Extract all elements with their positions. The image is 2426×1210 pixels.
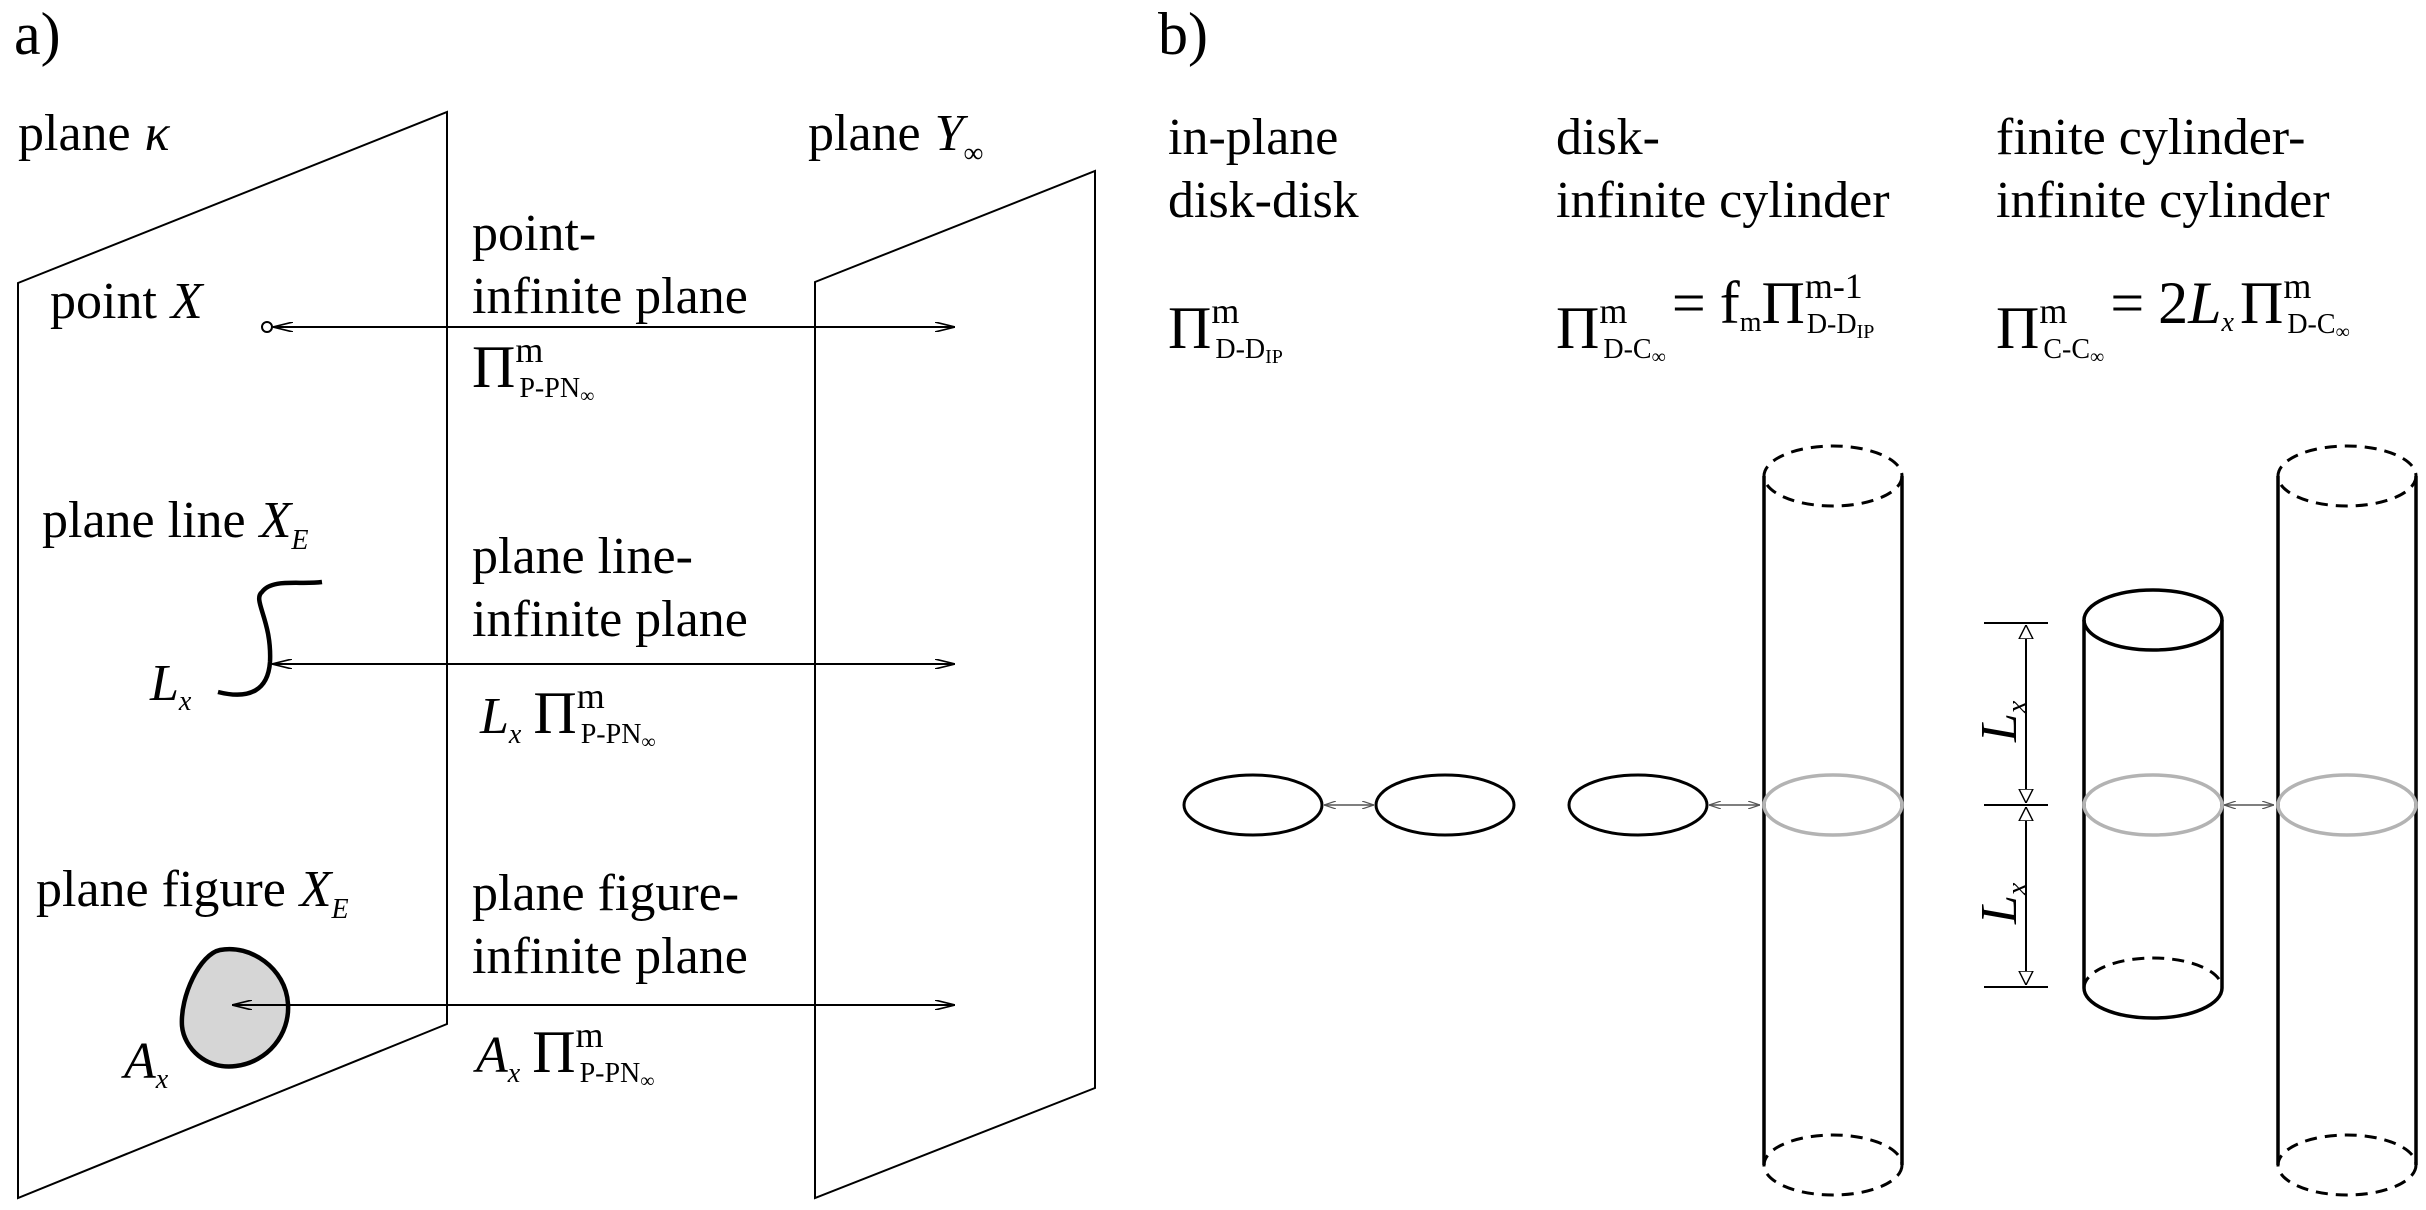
point-x-marker xyxy=(261,321,273,333)
cylinder2-target-ring xyxy=(2276,773,2418,837)
disk-right xyxy=(1374,773,1516,837)
length-dimension: Lx Lx xyxy=(1971,622,2048,988)
disk-source xyxy=(1567,773,1709,837)
finite-cylinder-top xyxy=(2082,588,2224,652)
plane-kappa xyxy=(17,110,448,1200)
cylinder2-top-rim xyxy=(2276,444,2418,508)
plane-line-curve xyxy=(217,579,323,697)
panel-a-tag: a) xyxy=(14,1,61,67)
col3-title-line1: finite cylinder- xyxy=(1996,109,2305,166)
plane-figure-symbol: X xyxy=(298,861,334,918)
finite-cylinder-mid-ring xyxy=(2082,773,2224,837)
col1-title-line1: in-plane xyxy=(1168,109,1338,166)
cylinder1-bottom-rim xyxy=(1762,1133,1904,1197)
infinite-cylinder-2 xyxy=(2276,444,2418,1197)
plane-figure-shape xyxy=(179,946,291,1069)
cylinder1-top-rim xyxy=(1762,444,1904,508)
col3-title-line2: infinite cylinder xyxy=(1996,172,2330,229)
plane-kappa-word: plane xyxy=(18,105,131,162)
plane-figure-target-line1: plane figure- xyxy=(472,865,739,922)
col2-title-line2: infinite cylinder xyxy=(1556,172,1890,229)
plane-line-symbol: X xyxy=(258,492,294,549)
plane-figure-target-line2: infinite plane xyxy=(472,928,748,985)
infinite-cylinder-1 xyxy=(1762,444,1904,1197)
finite-cylinder-bottom-front xyxy=(2082,987,2224,1020)
panel-b-tag: b) xyxy=(1158,1,1208,67)
plane-line-length-label: Lx xyxy=(149,655,192,717)
disk-left xyxy=(1182,773,1324,837)
plane-kappa-symbol: κ xyxy=(145,105,171,162)
cylinder1-target-ring xyxy=(1762,773,1904,837)
plane-y-word: plane xyxy=(808,105,921,162)
point-target-line1: point- xyxy=(472,205,596,262)
col1-title-line2: disk-disk xyxy=(1168,172,1359,229)
finite-cylinder-bottom-back xyxy=(2082,956,2224,989)
col2-title-line1: disk- xyxy=(1556,109,1660,166)
plane-y-infinity xyxy=(814,169,1096,1200)
point-symbol: X xyxy=(169,273,205,330)
dim-lower-label: Lx xyxy=(1971,882,2033,925)
plane-line-target-line1: plane line- xyxy=(472,528,693,585)
plane-y-symbol: Y xyxy=(935,105,969,162)
plane-y-subscript: ∞ xyxy=(964,138,984,169)
finite-cylinder xyxy=(2082,588,2224,1020)
dim-upper-label: Lx xyxy=(1971,700,2033,743)
plane-figure-area-label: Ax xyxy=(121,1033,169,1095)
plane-line-target-line2: infinite plane xyxy=(472,591,748,648)
point-target-line2: infinite plane xyxy=(472,268,748,325)
cylinder2-bottom-rim xyxy=(2276,1133,2418,1197)
